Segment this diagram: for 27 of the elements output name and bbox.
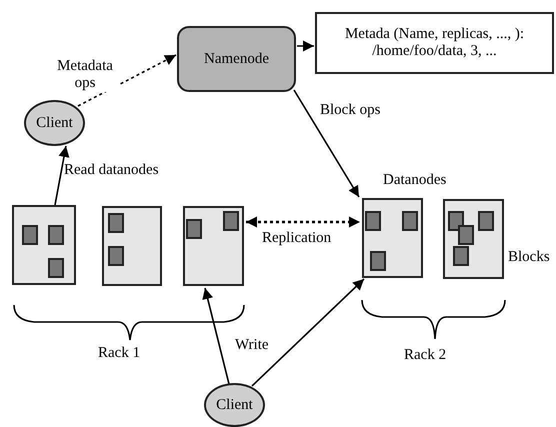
node-label: Client: [36, 114, 73, 132]
metadata-entry: /home/foo/data, 3, ...: [372, 43, 497, 60]
edge-label: Replication: [262, 230, 332, 247]
metadata-heading: Metada (Name, replicas, ..., ):: [344, 26, 524, 43]
text-label: Write: [235, 337, 269, 354]
arrow: [293, 90, 360, 198]
datanode-box: [183, 206, 244, 286]
arrow: [251, 278, 365, 387]
datanode-box: [443, 199, 504, 279]
edge-label: Block ops: [320, 102, 380, 119]
text-label: Datanodes: [383, 172, 446, 189]
arrow: [54, 146, 70, 206]
text-label: Rack 1: [98, 345, 140, 362]
arrow: [202, 288, 230, 384]
arrow: [297, 40, 314, 52]
text-label: Rack 2: [404, 347, 446, 364]
metadata-box: [315, 12, 554, 74]
datanode-box: [362, 198, 423, 278]
client-ellipse: [24, 100, 85, 146]
node-label: Client: [216, 396, 253, 414]
arrow: [246, 216, 360, 228]
datanode-box: [102, 206, 162, 286]
text-label: Blocks: [508, 249, 550, 266]
node-label: Namenode: [204, 50, 269, 68]
datanode-box: [12, 205, 76, 285]
namenode-box: [177, 26, 296, 92]
arrow: [78, 54, 176, 107]
